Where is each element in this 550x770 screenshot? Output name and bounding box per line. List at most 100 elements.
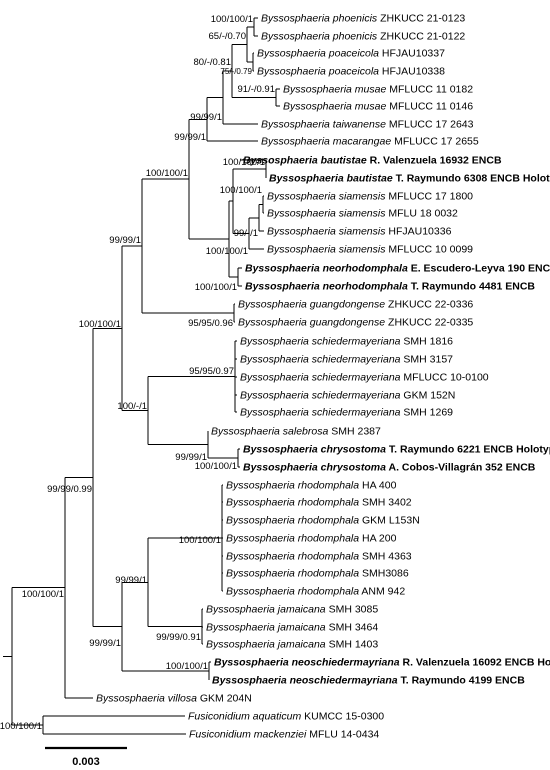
voucher-name: MFLUCC 11 0146 — [386, 101, 473, 113]
voucher-name: MFLUCC 17 2643 — [386, 119, 474, 131]
species-name: Byssosphaeria salebrosa — [211, 426, 328, 438]
support-value: 99/99/1 — [89, 638, 121, 649]
voucher-name: GKM L153N — [359, 515, 420, 527]
tip-label: Byssosphaeria schiedermayeriana SMH 1269 — [240, 407, 453, 419]
voucher-name: A. Cobos-Villagrán 352 ENCB — [386, 462, 536, 474]
species-name: Byssosphaeria musae — [283, 84, 386, 96]
support-value: 100/100/1 — [195, 282, 237, 293]
tip-label: Byssosphaeria rhodomphala HA 200 — [226, 533, 397, 545]
voucher-name: ZHKUCC 21-0123 — [377, 13, 465, 25]
scale-bar: 0.003 — [45, 746, 127, 768]
tip-label: Byssosphaeria rhodomphala SMH 4363 — [226, 551, 412, 563]
support-value: 99/99/1 — [115, 575, 147, 586]
species-name: Byssosphaeria schiedermayeriana — [240, 407, 401, 419]
tip-label: Byssosphaeria poaceicola HFJAU10338 — [257, 66, 445, 78]
tip-label: Byssosphaeria rhodomphala GKM L153N — [226, 515, 420, 527]
voucher-name: ZHKUCC 22-0335 — [385, 317, 473, 329]
tip-label: Byssosphaeria rhodomphala HA 400 — [226, 480, 397, 492]
tip-label: Byssosphaeria guangdongense ZHKUCC 22-03… — [238, 299, 473, 311]
species-name: Byssosphaeria neoschiedermayriana — [214, 657, 400, 669]
voucher-name: SMH 3157 — [401, 354, 454, 366]
species-name: Byssosphaeria schiedermayeriana — [240, 336, 401, 348]
species-name: Byssosphaeria villosa — [96, 693, 197, 705]
tip-label: Byssosphaeria jamaicana SMH 3085 — [206, 604, 378, 616]
voucher-name: GKM 204N — [197, 693, 252, 705]
support-value: 99/99/1 — [174, 132, 206, 143]
voucher-name: E. Escudero-Leyva 190 ENCB Holotype — [408, 263, 550, 275]
tip-label: Byssosphaeria rhodomphala SMH3086 — [226, 568, 409, 580]
species-name: Byssosphaeria siamensis — [267, 226, 386, 238]
tip-labels: Byssosphaeria phoenicis ZHKUCC 21-0123By… — [96, 13, 550, 741]
voucher-name: HA 200 — [359, 533, 397, 545]
voucher-name: SMH 3464 — [326, 622, 379, 634]
support-value: 75/-/0.79 — [220, 67, 252, 76]
species-name: Byssosphaeria siamensis — [267, 244, 386, 256]
species-name: Fusiconidium mackenziei — [189, 729, 307, 741]
tip-label: Byssosphaeria siamensis HFJAU10336 — [267, 226, 452, 238]
species-name: Byssosphaeria neorhodomphala — [245, 263, 408, 275]
species-name: Byssosphaeria guangdongense — [238, 317, 385, 329]
voucher-name: HFJAU10338 — [379, 66, 445, 78]
voucher-name: ZHKUCC 21-0122 — [377, 31, 465, 43]
support-value: 100/100/1 — [166, 661, 208, 672]
tip-label: Byssosphaeria siamensis MFLUCC 10 0099 — [267, 244, 473, 256]
species-name: Byssosphaeria rhodomphala — [226, 480, 359, 492]
species-name: Byssosphaeria neorhodomphala — [245, 281, 408, 293]
species-name: Byssosphaeria rhodomphala — [226, 586, 359, 598]
support-value: 100/100/1 — [206, 246, 248, 257]
tip-label: Byssosphaeria phoenicis ZHKUCC 21-0122 — [261, 31, 465, 43]
voucher-name: T. Raymundo 4481 ENCB — [408, 281, 536, 293]
species-name: Byssosphaeria phoenicis — [261, 31, 378, 43]
support-value: 100/100/1 — [146, 168, 188, 179]
tip-label: Byssosphaeria phoenicis ZHKUCC 21-0123 — [261, 13, 465, 25]
tip-label: Byssosphaeria neorhodomphala T. Raymundo… — [245, 281, 535, 293]
tip-label: Byssosphaeria macarangae MFLUCC 17 2655 — [261, 136, 479, 148]
species-name: Byssosphaeria jamaicana — [206, 622, 326, 634]
tip-label: Byssosphaeria bautistae T. Raymundo 6308… — [269, 173, 550, 185]
species-name: Byssosphaeria siamensis — [267, 208, 386, 220]
species-name: Byssosphaeria siamensis — [267, 191, 386, 203]
voucher-name: SMH 3085 — [326, 604, 379, 616]
species-name: Byssosphaeria phoenicis — [261, 13, 378, 25]
species-name: Byssosphaeria rhodomphala — [226, 568, 359, 580]
voucher-name: SMH 1403 — [326, 639, 379, 651]
voucher-name: MFLUCC 17 1800 — [385, 191, 473, 203]
species-name: Byssosphaeria rhodomphala — [226, 533, 359, 545]
tip-label: Byssosphaeria siamensis MFLUCC 17 1800 — [267, 191, 473, 203]
tip-label: Byssosphaeria villosa GKM 204N — [96, 693, 252, 705]
species-name: Byssosphaeria schiedermayeriana — [240, 390, 401, 402]
tree-branches — [3, 17, 280, 735]
support-value: 95/95/0.96 — [188, 318, 233, 329]
voucher-name: MFLUCC 11 0182 — [386, 84, 473, 96]
voucher-name: SMH 2387 — [328, 426, 381, 438]
support-value: 100/100/1 — [211, 14, 253, 25]
voucher-name: MFLUCC 10-0100 — [401, 372, 489, 384]
support-value: 80/-/0.81 — [194, 57, 232, 68]
support-value: 100/100/1 — [22, 589, 64, 600]
tip-label: Fusiconidium aquaticum KUMCC 15-0300 — [188, 711, 384, 723]
voucher-name: MFLU 14-0434 — [306, 729, 379, 741]
species-name: Fusiconidium aquaticum — [188, 711, 301, 723]
species-name: Byssosphaeria rhodomphala — [226, 515, 359, 527]
tip-label: Byssosphaeria poaceicola HFJAU10337 — [257, 48, 445, 60]
tip-label: Byssosphaeria siamensis MFLU 18 0032 — [267, 208, 458, 220]
voucher-name: MFLU 18 0032 — [385, 208, 458, 220]
tip-label: Byssosphaeria jamaicana SMH 3464 — [206, 622, 378, 634]
species-name: Byssosphaeria rhodomphala — [226, 497, 359, 509]
species-name: Byssosphaeria guangdongense — [238, 299, 385, 311]
tip-label: Byssosphaeria schiedermayeriana MFLUCC 1… — [240, 372, 489, 384]
voucher-name: SMH3086 — [359, 568, 409, 580]
scale-bar-label: 0.003 — [72, 756, 100, 768]
voucher-name: MFLUCC 17 2655 — [391, 136, 479, 148]
voucher-name: T. Raymundo 4199 ENCB — [398, 675, 526, 687]
voucher-name: GKM 152N — [401, 390, 456, 402]
support-value: 99/-/1 — [234, 228, 258, 239]
species-name: Byssosphaeria chrysostoma — [243, 462, 386, 474]
tip-label: Byssosphaeria schiedermayeriana GKM 152N — [240, 390, 455, 402]
support-value: 100/100/1 — [0, 721, 42, 732]
species-name: Byssosphaeria taiwanense — [261, 119, 386, 131]
species-name: Byssosphaeria bautistae — [243, 155, 367, 167]
tip-label: Byssosphaeria jamaicana SMH 1403 — [206, 639, 378, 651]
voucher-name: ZHKUCC 22-0336 — [385, 299, 473, 311]
voucher-name: ANM 942 — [359, 586, 405, 598]
